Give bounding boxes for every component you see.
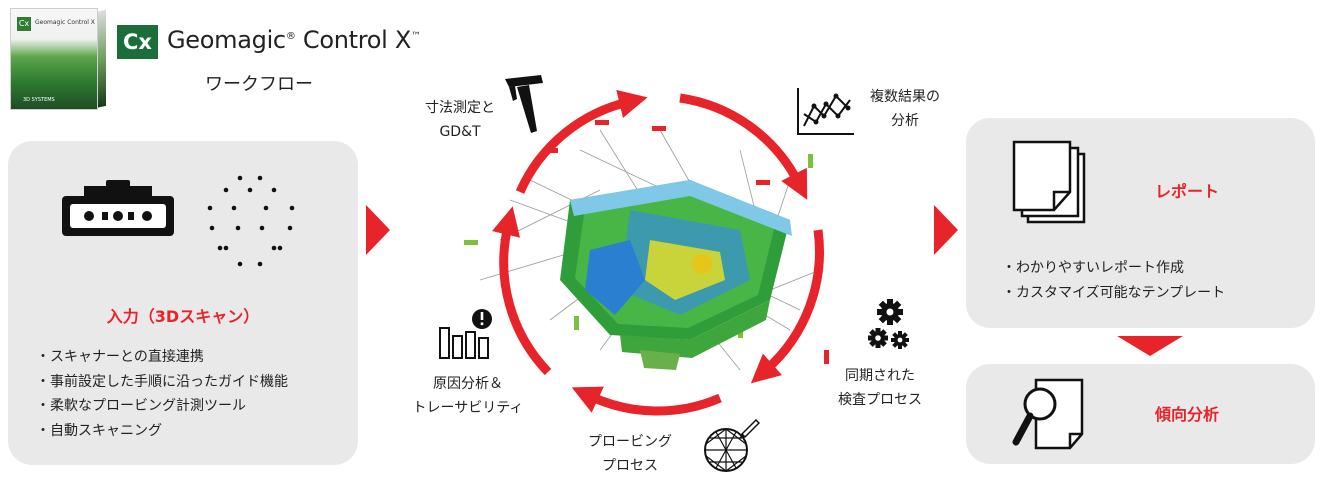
caliper-icon [497, 73, 547, 137]
cause-analysis-label-line2: トレーサビリティ [412, 400, 524, 416]
registered-mark: ® [285, 31, 296, 42]
cycle-arrows [480, 80, 840, 424]
probing-label-line2: プロセス [602, 458, 658, 474]
graph-icon [796, 86, 856, 140]
gears-icon [866, 298, 912, 356]
report-bullet-1: わかりやすいレポート作成 [1002, 256, 1225, 281]
sync-process-label-line2: 検査プロセス [838, 392, 922, 408]
cx-logo: Cx [117, 25, 158, 59]
trend-panel [966, 364, 1315, 464]
product-box-logo: Cx [17, 17, 31, 31]
arrow-down [1117, 336, 1183, 356]
report-bullet-2: カスタマイズ可能なテンプレート [1002, 281, 1225, 306]
multi-result-label-line2: 分析 [891, 113, 919, 129]
probing-label: プロービング プロセス [580, 430, 680, 478]
probing-label-line1: プロービング [588, 434, 672, 450]
dimension-label-line2: GD&T [439, 124, 481, 140]
report-heading: レポート [1155, 182, 1220, 201]
cause-analysis-label: 原因分析＆ トレーサビリティ [398, 372, 538, 420]
arrow-right-2 [934, 205, 958, 255]
mesh-sphere-icon [702, 418, 761, 478]
multi-result-label-line1: 複数結果の [870, 89, 940, 105]
product-box-brand: 3D SYSTEMS [23, 97, 55, 103]
input-bullet-2: 事前設定した手順に沿ったガイド機能 [36, 370, 288, 395]
input-bullet-1: スキャナーとの直接連携 [36, 345, 288, 370]
multi-result-label: 複数結果の 分析 [850, 85, 960, 133]
input-heading: 入力（3Dスキャン） [106, 307, 260, 326]
scanner-icon [62, 180, 174, 244]
page-title: Geomagic® Control X™ [167, 26, 421, 54]
dimension-label: 寸法測定と GD&T [395, 96, 525, 144]
part-model-illustration [440, 90, 880, 434]
trend-heading: 傾向分析 [1155, 405, 1220, 424]
bar-chart-alert-icon [438, 308, 496, 364]
page-subtitle: ワークフロー [205, 74, 313, 95]
sync-process-label-line1: 同期された [845, 368, 915, 384]
cause-analysis-label-line1: 原因分析＆ [433, 376, 503, 392]
point-cloud-icon [204, 174, 298, 274]
input-bullet-3: 柔軟なプロービング計測ツール [36, 394, 288, 419]
arrow-right-1 [366, 205, 390, 255]
title-main: Geomagic [167, 26, 286, 54]
product-box-front: Cx Geomagic Control X 3D SYSTEMS [10, 8, 98, 110]
title-rest: Control X [295, 26, 412, 54]
magnifier-document-icon [1012, 378, 1092, 454]
documents-icon [1012, 140, 1096, 230]
input-bullets: スキャナーとの直接連携 事前設定した手順に沿ったガイド機能 柔軟なプロービング計… [36, 345, 288, 443]
input-bullet-4: 自動スキャニング [36, 419, 288, 444]
dimension-label-line1: 寸法測定と [425, 100, 495, 116]
sync-process-label: 同期された 検査プロセス [810, 364, 950, 412]
trademark: ™ [411, 31, 421, 42]
report-bullets: わかりやすいレポート作成 カスタマイズ可能なテンプレート [1002, 256, 1225, 305]
product-box-title: Geomagic Control X [35, 19, 95, 26]
